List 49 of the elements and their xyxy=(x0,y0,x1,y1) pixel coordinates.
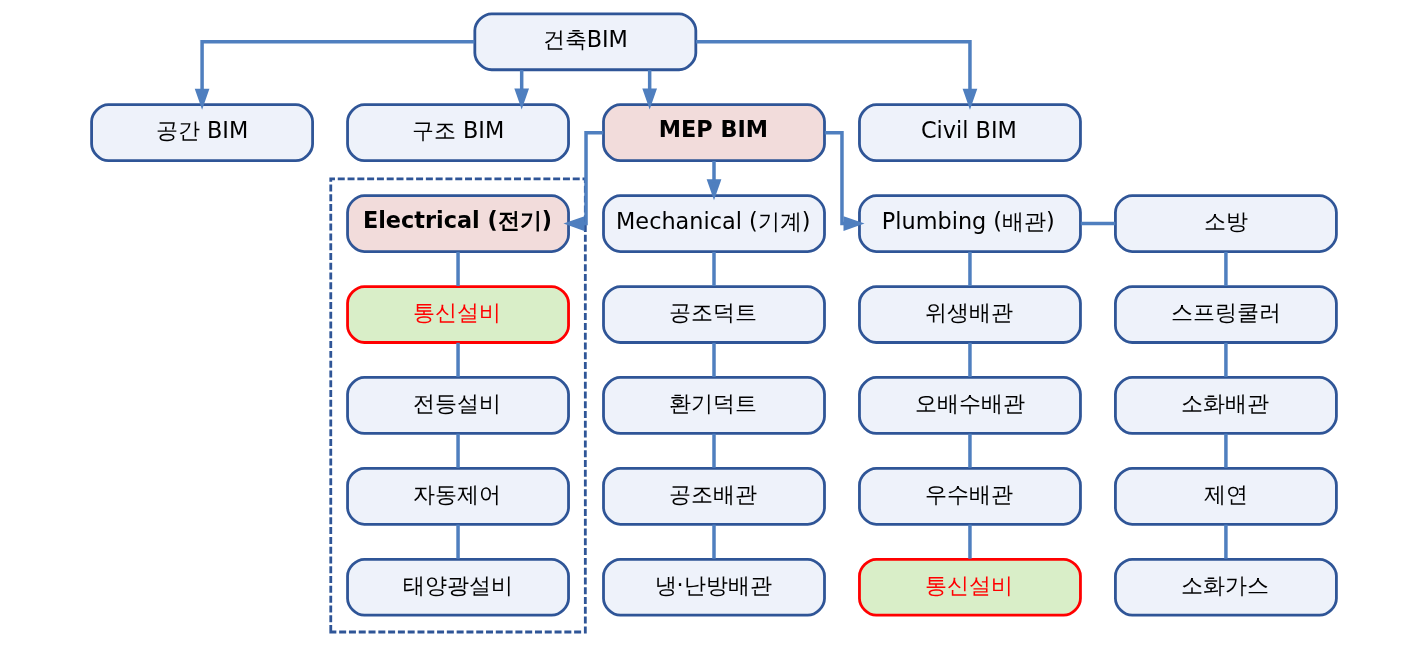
arrow xyxy=(641,70,657,110)
node-box: 통신설비 xyxy=(857,557,1082,617)
connector xyxy=(1080,221,1115,226)
node-box: 전등설비 xyxy=(345,376,570,435)
node-box: 스프링쿨러 xyxy=(1113,285,1338,344)
node-box: 우수배관 xyxy=(857,466,1082,526)
node-box: 공간 BIM xyxy=(89,103,314,163)
node-box: 환기덕트 xyxy=(601,376,826,435)
node-box: 냉·난방배관 xyxy=(601,557,826,617)
node-box: 통신설비 xyxy=(345,285,570,344)
connector xyxy=(1223,251,1228,286)
node-box: MEP BIM xyxy=(601,103,826,163)
node-box: 소화배관 xyxy=(1113,376,1338,435)
node-box: 오배수배관 xyxy=(857,376,1082,435)
node-box: 구조 BIM xyxy=(345,103,570,163)
node-box: 공조배관 xyxy=(601,466,826,526)
node-box: 소화가스 xyxy=(1113,557,1338,617)
connector xyxy=(967,524,972,559)
connector xyxy=(1223,524,1228,559)
arrow xyxy=(824,130,865,231)
node-box: 공조덕트 xyxy=(601,285,826,344)
connector xyxy=(711,433,716,468)
node-box: Mechanical (기계) xyxy=(601,194,826,253)
node-box: 소방 xyxy=(1113,194,1338,253)
connector xyxy=(455,251,460,286)
connector xyxy=(711,524,716,559)
connector xyxy=(967,433,972,468)
node-box: Civil BIM xyxy=(857,103,1082,163)
connector xyxy=(1223,433,1228,468)
arrow xyxy=(562,130,603,231)
node-box: 제연 xyxy=(1113,466,1338,526)
node-box: 태양광설비 xyxy=(345,557,570,617)
connector xyxy=(455,342,460,377)
connector xyxy=(967,251,972,286)
arrow xyxy=(513,70,529,110)
arrow xyxy=(695,40,977,110)
node-box: Electrical (전기) xyxy=(345,194,570,253)
connector xyxy=(711,251,716,286)
node-box: 자동제어 xyxy=(345,466,570,526)
node-box: 건축BIM xyxy=(472,12,697,72)
connector xyxy=(455,524,460,559)
arrow xyxy=(194,40,474,110)
node-box: 위생배관 xyxy=(857,285,1082,344)
arrow xyxy=(706,160,721,201)
connector xyxy=(711,342,716,377)
connector xyxy=(967,342,972,377)
connector xyxy=(455,433,460,468)
node-box: Plumbing (배관) xyxy=(857,194,1082,253)
connector xyxy=(1223,342,1228,377)
